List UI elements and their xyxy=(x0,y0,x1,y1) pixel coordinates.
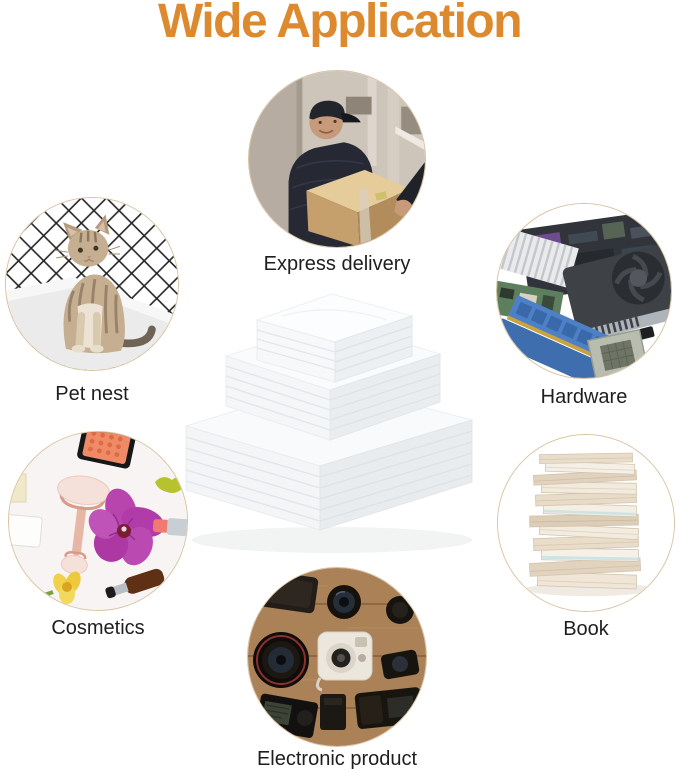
dropper-bottle xyxy=(105,568,165,599)
app-circle-hardware xyxy=(496,203,672,379)
pet-nest-photo xyxy=(6,198,178,370)
app-circle-pet-nest xyxy=(5,197,179,371)
camera-lens-large xyxy=(253,632,309,688)
foam-sheets-photo xyxy=(184,293,474,553)
cosmetics-photo xyxy=(9,432,187,610)
electronic-product-photo xyxy=(248,568,426,746)
white-bottle xyxy=(9,513,43,548)
dslr-body xyxy=(354,687,424,729)
app-circle-book xyxy=(497,434,675,612)
graphics-card xyxy=(562,242,671,352)
instant-camera xyxy=(315,631,373,692)
app-label-hardware: Hardware xyxy=(540,386,628,408)
lipstick xyxy=(152,518,187,537)
app-circle-electronic-product xyxy=(247,567,427,747)
app-circle-cosmetics xyxy=(8,431,188,611)
app-label-express-delivery: Express delivery xyxy=(263,253,411,275)
express-delivery-photo xyxy=(249,71,425,247)
app-label-cosmetics: Cosmetics xyxy=(51,617,145,639)
page-title: Wide Application xyxy=(157,0,523,48)
foam-stack-small xyxy=(255,293,414,383)
battery xyxy=(320,694,346,730)
tabby-cat xyxy=(54,214,156,354)
face-roller xyxy=(57,475,110,575)
app-label-electronic-product: Electronic product xyxy=(256,748,418,770)
center-product-foam-sheets xyxy=(172,278,497,570)
camera-lens-small xyxy=(386,596,414,624)
viewfinder xyxy=(380,649,420,680)
app-circle-express-delivery xyxy=(248,70,426,248)
hardware-photo xyxy=(497,204,671,378)
book-stack xyxy=(528,452,642,590)
book-photo xyxy=(498,435,674,611)
app-label-pet-nest: Pet nest xyxy=(55,383,129,405)
app-label-book: Book xyxy=(563,618,609,640)
orchid-flower xyxy=(88,488,165,566)
heatsink xyxy=(497,227,579,288)
camera-lens-top xyxy=(327,585,361,619)
